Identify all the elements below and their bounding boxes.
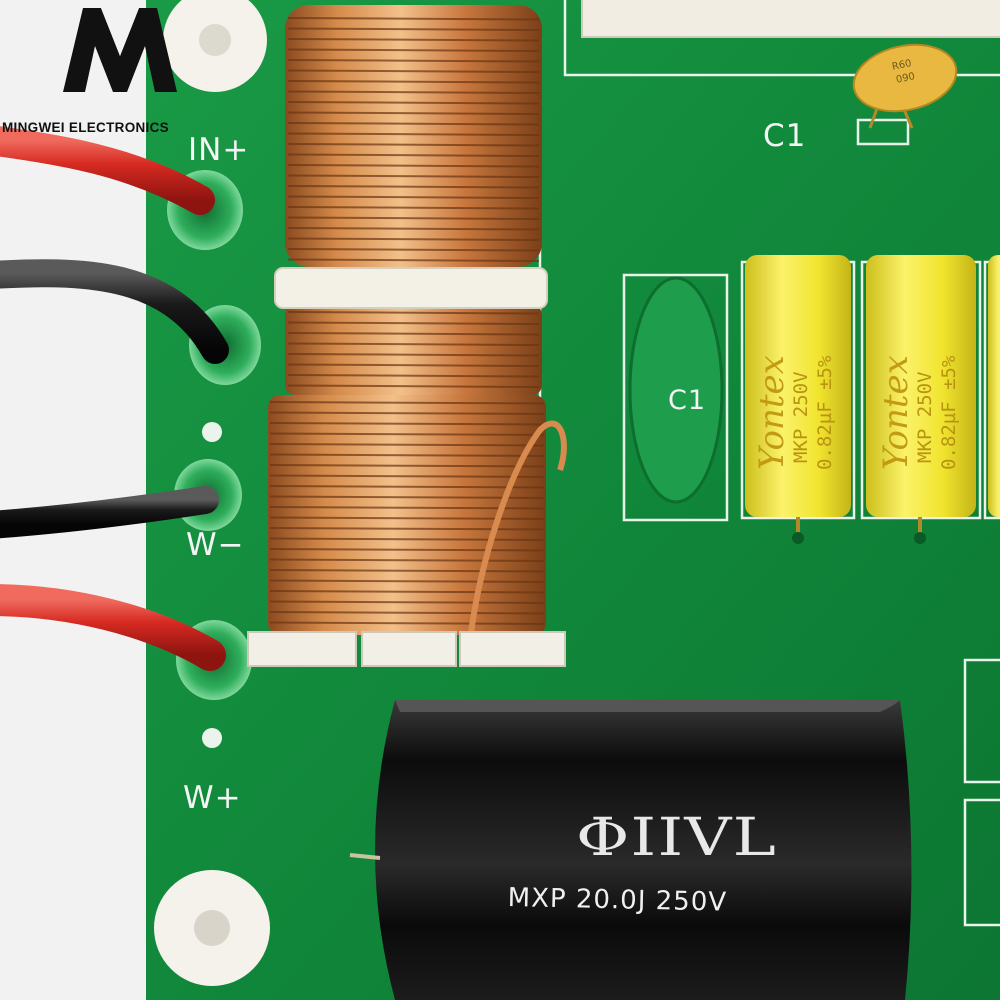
coil-winding <box>287 374 540 378</box>
coil-winding <box>287 311 540 315</box>
coil-winding <box>269 474 545 478</box>
coil-winding <box>269 443 545 447</box>
coil-winding <box>287 143 540 147</box>
coil-winding <box>287 48 540 52</box>
coil-winding <box>287 332 540 336</box>
mounting-holes <box>154 0 270 986</box>
coil-winding <box>269 600 545 604</box>
film-cap-2-spec1: MKP 250V <box>914 371 936 463</box>
film-cap-2-brand: Yontex <box>876 355 916 470</box>
coil-winding <box>287 195 540 199</box>
coil-winding <box>287 384 540 388</box>
coil-winding <box>269 621 545 625</box>
wires <box>0 126 229 671</box>
coil-winding <box>287 164 540 168</box>
coil-winding <box>269 485 545 489</box>
label-c1-mid: C1 <box>668 385 707 416</box>
coil-winding <box>287 342 540 346</box>
coil-winding <box>287 69 540 73</box>
inductor-coil <box>247 5 567 667</box>
coil-winding <box>287 174 540 178</box>
coil-winding <box>269 611 545 615</box>
coil-winding <box>287 258 540 262</box>
coil-winding <box>287 185 540 189</box>
coil-winding <box>287 321 540 325</box>
coil-winding <box>269 495 545 499</box>
coil-winding <box>269 453 545 457</box>
film-cap-1-spec2: 0.82µF ±5% <box>814 355 836 470</box>
brand-name: MINGWEI ELECTRONICS <box>2 120 169 135</box>
coil-winding <box>287 17 540 21</box>
black-cap-logo: ΦIIVL <box>576 808 777 868</box>
label-c1-top: C1 <box>763 118 807 154</box>
terminal-block <box>581 0 1000 38</box>
coil-winding <box>269 569 545 573</box>
coil-winding <box>287 132 540 136</box>
coil-winding <box>287 38 540 42</box>
coil-winding <box>287 27 540 31</box>
coil-winding <box>269 432 545 436</box>
coil-winding <box>287 90 540 94</box>
film-capacitors <box>745 255 1000 544</box>
brand-logo-mark <box>63 8 177 92</box>
coil-winding <box>287 122 540 126</box>
film-cap-1-brand: Yontex <box>752 355 792 470</box>
coil-winding <box>269 537 545 541</box>
coil-winding <box>287 80 540 84</box>
coil-winding <box>269 401 545 405</box>
coil-winding <box>287 363 540 367</box>
film-cap-2-spec2: 0.82µF ±5% <box>938 355 960 470</box>
label-w-minus: W− <box>186 527 245 563</box>
coil-winding <box>287 227 540 231</box>
coil-winding <box>287 216 540 220</box>
coil-winding <box>287 59 540 63</box>
coil-winding <box>287 111 540 115</box>
label-w-plus: W+ <box>183 780 242 816</box>
coil-winding <box>269 422 545 426</box>
coil-winding <box>287 101 540 105</box>
coil-winding <box>287 153 540 157</box>
film-cap-1-spec1: MKP 250V <box>790 371 812 463</box>
glue-blob <box>628 276 724 504</box>
coil-winding <box>269 506 545 510</box>
ceramic-capacitor <box>852 43 958 129</box>
coil-winding <box>269 590 545 594</box>
coil-winding <box>287 353 540 357</box>
coil-winding <box>269 527 545 531</box>
label-in-plus: IN+ <box>188 132 250 168</box>
coil-winding <box>287 248 540 252</box>
coil-winding <box>269 464 545 468</box>
coil-winding <box>287 237 540 241</box>
coil-winding <box>269 411 545 415</box>
coil-winding <box>287 206 540 210</box>
black-cap-spec: MXP 20.0J 250V <box>507 883 728 918</box>
coil-winding <box>269 558 545 562</box>
coil-winding <box>269 579 545 583</box>
coil-winding <box>269 548 545 552</box>
black-capacitor <box>349 700 912 1000</box>
